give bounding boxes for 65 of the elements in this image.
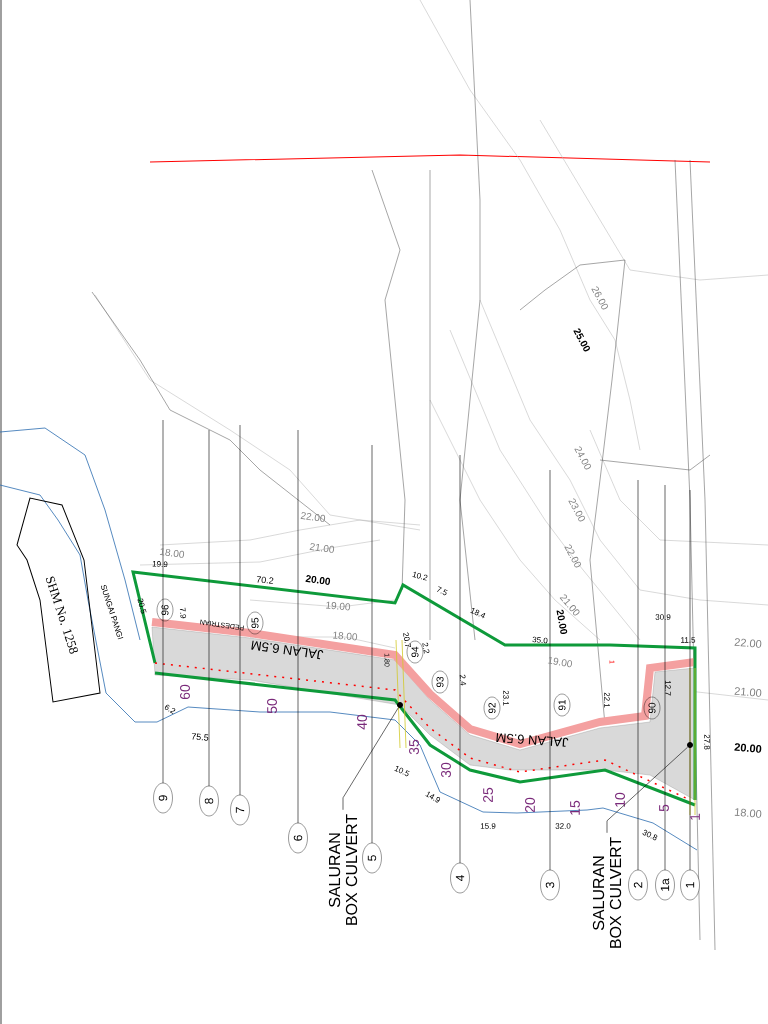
contour-label: 22.00 bbox=[734, 638, 762, 648]
dimension-label: 30.8 bbox=[642, 829, 658, 841]
contour-label: 26.00 bbox=[591, 286, 608, 310]
dimension-label: 30.9 bbox=[655, 614, 671, 620]
dimension-label: 2.2 bbox=[422, 642, 430, 654]
lot-number: 92 bbox=[483, 696, 501, 720]
contour-label: 19.00 bbox=[326, 601, 351, 611]
dimension-label: 18.4 bbox=[470, 608, 486, 619]
dimension-label: 22.1 bbox=[604, 692, 610, 708]
dimension-label: 2.4 bbox=[459, 674, 467, 686]
contour-label: 18.00 bbox=[734, 808, 762, 818]
dimension-label: 11.5 bbox=[681, 637, 696, 643]
dimension-label: 7.5 bbox=[437, 586, 448, 596]
contour-label: 20.00 bbox=[305, 575, 331, 585]
culvert-point bbox=[397, 702, 403, 708]
lot-number: 93 bbox=[431, 670, 449, 694]
contour-label: 20.00 bbox=[734, 743, 762, 753]
contour-label: 19.00 bbox=[547, 656, 573, 668]
contour-label: 22.00 bbox=[564, 544, 581, 568]
lot-number: 90 bbox=[643, 696, 661, 720]
dimension-label: 14.9 bbox=[425, 791, 441, 803]
dimension-label: 12.7 bbox=[665, 680, 671, 696]
chainage-number: 30 bbox=[441, 762, 451, 778]
dimension-label: 23.1 bbox=[503, 690, 509, 706]
contour-label: 21.00 bbox=[309, 543, 335, 553]
dimension-label: 20.7 bbox=[403, 632, 411, 647]
lot-number: 91 bbox=[553, 693, 571, 717]
lot-number: 95 bbox=[246, 611, 264, 635]
contour-label: 23.00 bbox=[568, 498, 585, 522]
culvert-label: SALURAN BOX CULVERT bbox=[328, 814, 358, 925]
dimension-label: 75.5 bbox=[191, 733, 209, 741]
leader-line bbox=[342, 707, 399, 811]
contour-label: 24.00 bbox=[574, 446, 591, 470]
dimension-label: 10.2 bbox=[412, 571, 428, 581]
dimension-label: 6.2 bbox=[164, 704, 176, 714]
chainage-number: 40 bbox=[357, 714, 367, 730]
dimension-label: 20.5 bbox=[137, 598, 147, 614]
road-label: JALAN 6.5M bbox=[496, 733, 569, 747]
culvert-point bbox=[687, 742, 693, 748]
culvert-label: SALURAN BOX CULVERT bbox=[592, 837, 622, 948]
dimension-label: 32.0 bbox=[555, 823, 571, 829]
chainage-number: 35 bbox=[409, 739, 419, 755]
dimension-label: 15.9 bbox=[480, 823, 496, 829]
dimension-label: 10.5 bbox=[394, 766, 410, 777]
chainage-number: 5 bbox=[659, 804, 669, 812]
dimension-label: 35.0 bbox=[532, 636, 548, 644]
contour-label: 21.00 bbox=[734, 687, 762, 697]
road-label: JALAN 6.5M bbox=[251, 640, 324, 660]
land-parcel: SHM No. 1258 bbox=[16, 497, 101, 703]
contour-label: 18.00 bbox=[159, 548, 185, 558]
chainage-number: 1 bbox=[690, 813, 700, 820]
chainage-number: 25 bbox=[483, 787, 493, 803]
lot-number: 96 bbox=[156, 598, 174, 622]
dimension-label: 70.2 bbox=[256, 576, 274, 584]
chainage-number: 10 bbox=[615, 792, 625, 807]
contour-label: 25.00 bbox=[573, 328, 590, 352]
chainage-number: 15 bbox=[570, 800, 580, 815]
contour-label: 18.00 bbox=[333, 631, 358, 641]
leader-line bbox=[606, 746, 688, 834]
contour-label: 22.00 bbox=[300, 512, 326, 522]
chainage-number: 60 bbox=[180, 684, 190, 700]
dimension-label: 27.8 bbox=[704, 734, 710, 750]
chainage-number: 50 bbox=[267, 698, 277, 714]
dimension-label: 19.9 bbox=[152, 560, 168, 568]
chainage-number: 20 bbox=[525, 797, 535, 813]
